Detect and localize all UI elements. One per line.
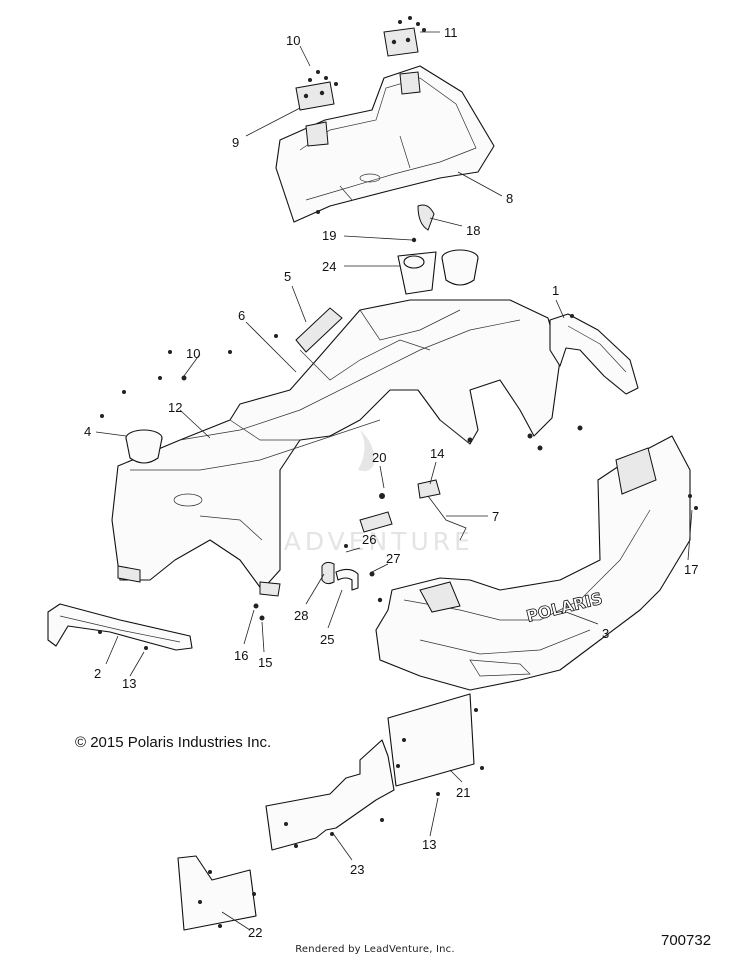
callout-26: 26 bbox=[362, 532, 376, 547]
fasteners bbox=[98, 210, 698, 928]
side-bracket bbox=[47, 603, 193, 651]
callout-6: 6 bbox=[238, 308, 245, 323]
callout-28: 28 bbox=[294, 608, 308, 623]
callout-13-right: 13 bbox=[422, 837, 436, 852]
callout-17: 17 bbox=[684, 562, 698, 577]
callout-12: 12 bbox=[168, 400, 182, 415]
hinge-left bbox=[295, 70, 338, 147]
callout-8: 8 bbox=[506, 191, 513, 206]
handle-pieces bbox=[321, 561, 359, 591]
callout-23: 23 bbox=[350, 862, 364, 877]
callout-27: 27 bbox=[386, 551, 400, 566]
panel-22 bbox=[177, 855, 257, 931]
callout-10-upper: 10 bbox=[286, 33, 300, 48]
panel-21 bbox=[387, 693, 475, 787]
front-body bbox=[111, 299, 561, 597]
callout-14: 14 bbox=[430, 446, 444, 461]
callouts: 10 11 9 8 18 19 24 5 6 10 12 4 1 20 14 7… bbox=[84, 25, 698, 940]
leader-lines bbox=[95, 31, 693, 931]
watermark-text: LEADVENTURE bbox=[246, 527, 474, 556]
hood-cover bbox=[275, 65, 495, 223]
callout-19: 19 bbox=[322, 228, 336, 243]
cup-holder-left bbox=[125, 429, 163, 464]
cable bbox=[417, 479, 467, 541]
callout-9: 9 bbox=[232, 135, 239, 150]
drawing-number: 700732 bbox=[661, 932, 712, 949]
callout-25: 25 bbox=[320, 632, 334, 647]
latch bbox=[411, 204, 435, 243]
callout-4: 4 bbox=[84, 424, 91, 439]
callout-20: 20 bbox=[372, 450, 386, 465]
hinge-right bbox=[383, 16, 426, 95]
callout-2: 2 bbox=[94, 666, 101, 681]
callout-10-lower: 10 bbox=[186, 346, 200, 361]
front-bracket bbox=[549, 313, 639, 395]
front-fascia: POLARIS bbox=[375, 435, 691, 691]
callout-13-left: 13 bbox=[122, 676, 136, 691]
callout-11: 11 bbox=[444, 25, 458, 40]
render-credit: Rendered by LeadVenture, Inc. bbox=[295, 944, 455, 955]
callout-21: 21 bbox=[456, 785, 470, 800]
callout-1: 1 bbox=[552, 283, 559, 298]
copyright-notice: © 2015 Polaris Industries Inc. bbox=[75, 734, 272, 751]
callout-16: 16 bbox=[234, 648, 248, 663]
watermark: LEADVENTURE bbox=[246, 430, 474, 556]
callout-3: 3 bbox=[602, 626, 609, 641]
callout-15: 15 bbox=[258, 655, 272, 670]
callout-24: 24 bbox=[322, 259, 336, 274]
callout-18: 18 bbox=[466, 223, 480, 238]
callout-5: 5 bbox=[284, 269, 291, 284]
callout-22: 22 bbox=[248, 925, 262, 940]
callout-7: 7 bbox=[492, 509, 499, 524]
dash-insert bbox=[295, 307, 343, 353]
panel-23 bbox=[265, 739, 395, 851]
cup-holder-upper bbox=[397, 249, 479, 295]
